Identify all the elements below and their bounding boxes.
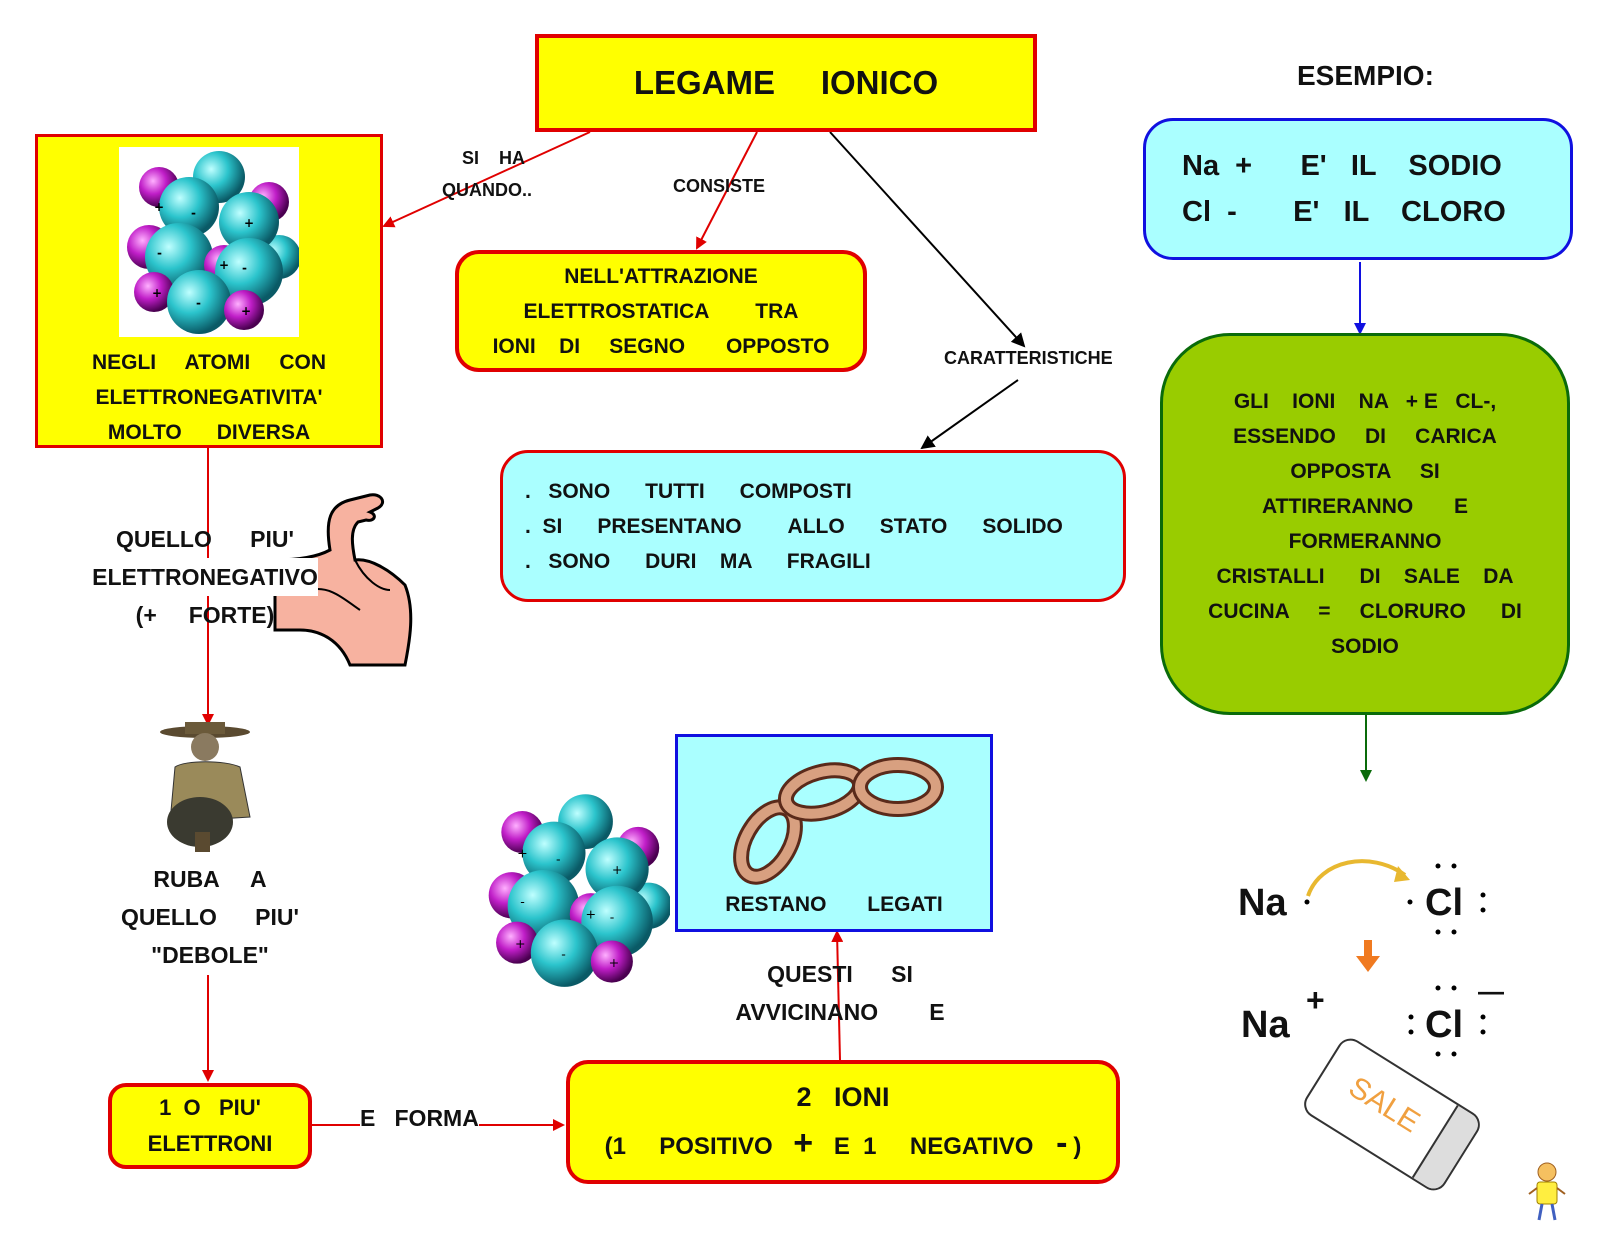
negativity-line-1: NEGLI ATOMI CON	[91, 351, 327, 374]
salt-explanation-box: GLI IONI NA + E CL-, ESSENDO DI CARICA O…	[1160, 333, 1570, 715]
thief-icon	[160, 722, 251, 852]
svg-text:-: -	[556, 852, 561, 867]
ion-crystal-image: +-+-+-+-+	[119, 147, 301, 337]
steals-line-3: "DEBOLE"	[151, 942, 269, 968]
svg-text:-: -	[157, 246, 162, 260]
arrow-caratteristiche-to-features	[920, 379, 1019, 450]
chain-icon	[733, 757, 944, 885]
svg-text:+: +	[586, 906, 597, 921]
stronger-line-2: ELETTRONEGATIVO	[92, 558, 318, 596]
arrow-title-to-negativity	[382, 131, 591, 228]
attraction-line-1: NELL'ATTRAZIONE	[564, 264, 758, 288]
electrons-box: 1 O PIU' ELETTRONI	[108, 1083, 312, 1169]
lewis-na-top: Na	[1238, 882, 1287, 924]
features-box: . SONO TUTTI COMPOSTI . SI PRESENTANO AL…	[500, 450, 1126, 602]
svg-text:-: -	[561, 946, 566, 961]
attraction-line-3: IONI DI SEGNO OPPOSTO	[492, 334, 830, 358]
arrow-title-to-features	[829, 131, 1026, 348]
ions-box: 2 IONI (1 POSITIVO + E 1 NEGATIVO -)	[566, 1060, 1120, 1184]
green-line-2: ESSENDO DI CARICA	[1233, 425, 1497, 448]
svg-text:+: +	[609, 955, 620, 970]
svg-text:-: -	[520, 894, 525, 909]
crystal-icon: +-+-+-+-+	[127, 151, 301, 334]
salt-shaker-icon: SALE	[1290, 1033, 1486, 1196]
svg-text:+: +	[154, 200, 164, 214]
negativity-line-2: ELETTRONEGATIVITA'	[95, 386, 323, 409]
svg-text:-: -	[196, 296, 201, 310]
svg-text:+: +	[241, 304, 251, 318]
title-box: LEGAME IONICO	[535, 34, 1037, 132]
arrow-ions-to-linked	[831, 930, 844, 1061]
ions-negative-text: E 1 NEGATIVO	[833, 1133, 1034, 1160]
features-line-2: . SI PRESENTANO ALLO STATO SOLIDO	[525, 514, 1063, 538]
ions-plus-sign: +	[793, 1124, 814, 1162]
green-line-6: CRISTALLI DI SALE DA	[1216, 565, 1514, 588]
svg-text:+: +	[612, 862, 623, 877]
linked-box: RESTANO LEGATI	[675, 734, 993, 932]
attraction-line-2: ELETTROSTATICA TRA	[523, 299, 799, 323]
lewis-minus: —	[1478, 976, 1504, 1006]
negativity-box: +-+-+-+-+ NEGLI ATOMI CON ELETTRONEGATIV…	[35, 134, 383, 448]
svg-text:+: +	[517, 845, 528, 860]
svg-text:+: +	[152, 286, 162, 300]
negativity-line-3: MOLTO DIVERSA	[107, 421, 311, 444]
ions-positive-text: (1 POSITIVO	[604, 1133, 773, 1160]
approach-line-1: QUESTI SI	[767, 961, 913, 987]
green-line-3: OPPOSTA SI	[1290, 460, 1440, 483]
page-title: LEGAME IONICO	[633, 64, 939, 101]
svg-text:+: +	[219, 258, 229, 272]
lewis-na-bottom: Na	[1241, 1004, 1290, 1046]
label-caratteristiche: CARATTERISTICHE	[944, 348, 1113, 368]
label-si-ha: SI HA	[462, 148, 526, 168]
label-consiste: CONSISTE	[673, 176, 766, 196]
example-heading: ESEMPIO:	[1297, 60, 1434, 91]
electrons-line-1: 1 O PIU'	[159, 1095, 261, 1120]
lewis-cl-top: Cl	[1425, 882, 1463, 924]
attraction-box: NELL'ATTRAZIONE ELETTROSTATICA TRA IONI …	[455, 250, 867, 372]
label-quando: QUANDO..	[442, 180, 532, 200]
example-line-chlorine: Cl - E' IL CLORO	[1182, 196, 1506, 228]
svg-text:+: +	[515, 936, 526, 951]
lewis-plus: +	[1306, 982, 1325, 1018]
electrons-line-2: ELETTRONI	[147, 1131, 273, 1156]
stronger-line-1: QUELLO PIU'	[116, 526, 294, 552]
mascot-icon	[1528, 1162, 1566, 1221]
example-line-sodium: Na + E' IL SODIO	[1182, 150, 1502, 182]
approach-line-2: AVVICINANO E	[735, 999, 945, 1025]
features-line-3: . SONO DURI MA FRAGILI	[525, 549, 871, 573]
stronger-label: QUELLO PIU' ELETTRONEGATIVO (+ FORTE)	[60, 520, 350, 634]
steals-line-2: QUELLO PIU'	[121, 904, 299, 930]
features-line-1: . SONO TUTTI COMPOSTI	[525, 479, 852, 503]
ions-line-1: 2 IONI	[796, 1082, 890, 1112]
svg-text:-: -	[242, 261, 247, 275]
green-line-7: CUCINA = CLORURO DI	[1208, 600, 1522, 623]
example-box: Na + E' IL SODIO Cl - E' IL CLORO	[1143, 118, 1573, 260]
green-line-8: SODIO	[1331, 635, 1399, 658]
arrow-title-to-attraction	[696, 131, 758, 250]
salt-label: SALE	[1342, 1070, 1426, 1140]
ions-close-paren: )	[1073, 1133, 1082, 1160]
svg-text:-: -	[191, 206, 196, 220]
linked-label: RESTANO LEGATI	[725, 893, 943, 916]
steals-label: RUBA A QUELLO PIU' "DEBOLE"	[95, 860, 325, 974]
svg-text:+: +	[244, 216, 254, 230]
ions-minus-sign: -	[1056, 1124, 1068, 1162]
approach-label: QUESTI SI AVVICINANO E	[730, 955, 950, 1031]
steals-line-1: RUBA A	[153, 866, 267, 892]
ion-crystal-icon: +-+-+-+-+	[488, 794, 670, 987]
svg-text:-: -	[610, 910, 615, 925]
lewis-cl-bottom: Cl	[1425, 1004, 1463, 1046]
stronger-line-3: (+ FORTE)	[135, 602, 275, 628]
green-line-5: FORMERANNO	[1288, 530, 1442, 553]
green-line-4: ATTIRERANNO E	[1261, 495, 1469, 518]
green-line-1: GLI IONI NA + E CL-,	[1233, 390, 1497, 413]
label-forma: E FORMA	[360, 1105, 479, 1132]
